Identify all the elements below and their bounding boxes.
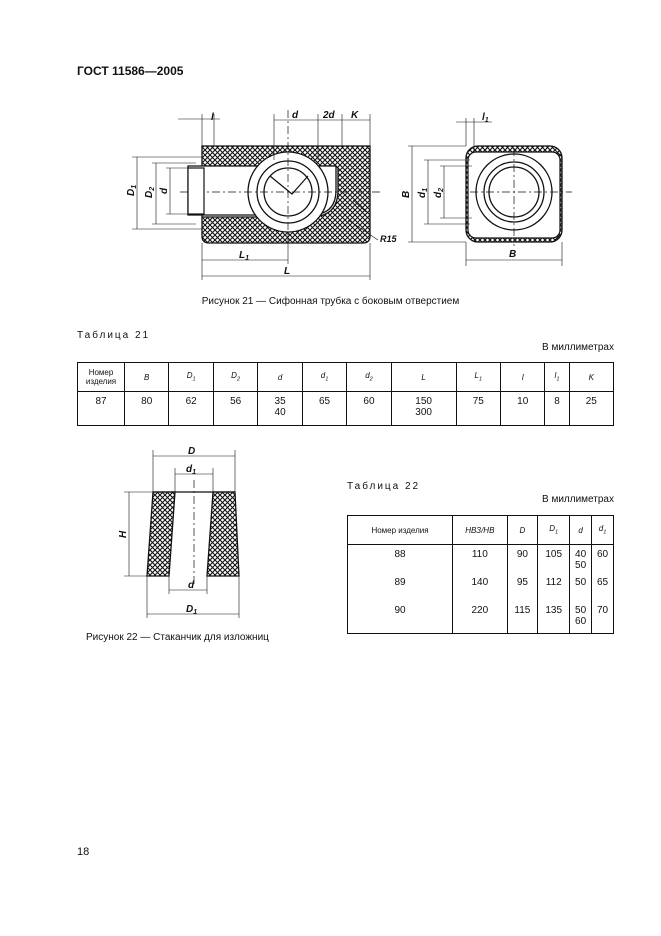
end-dim-d2-label: d2 <box>433 188 445 198</box>
table-22-cell: 90 <box>506 544 539 573</box>
end-view <box>408 118 572 266</box>
table-21-cell: 60 <box>346 391 392 426</box>
table-22-header-cell: d <box>569 515 593 545</box>
figure-22-drawing: D d1 H d D1 <box>118 446 240 618</box>
table-21-units: В миллиметрах <box>542 342 614 353</box>
document-header: ГОСТ 11586—2005 <box>77 64 184 78</box>
table-21-header-cell: L <box>390 362 457 392</box>
table-22-header-cell: Номер изделия <box>346 515 454 545</box>
dim-l1-label: L1 <box>239 250 249 262</box>
table-21-cell: 56 <box>212 391 259 426</box>
table-21-header-cell: d <box>257 362 303 392</box>
end-dim-d1-label: d1 <box>417 188 429 198</box>
table-22-cell: 95 <box>506 573 539 601</box>
table-21-cell: 8 <box>544 391 570 426</box>
table-22-header-cell: d1 <box>591 515 614 545</box>
table-22-cell: 140 <box>452 573 508 601</box>
dim-d2-label: D2 <box>144 187 156 198</box>
end-dim-b-vertical-label: B <box>401 191 412 198</box>
dim-d-left-label: d <box>159 187 170 194</box>
table-22-cell: 60 <box>591 544 614 573</box>
table-21-cell: 75 <box>455 391 502 426</box>
dim-d-label: d <box>292 110 299 121</box>
fig22-dim-d1-label: d1 <box>186 464 196 476</box>
table-21-cell: 10 <box>500 391 546 426</box>
table-22-cell: 220 <box>452 601 508 634</box>
table-22-title: Таблица 22 <box>347 481 421 492</box>
table-21-header-cell: l <box>500 362 546 392</box>
fig22-dim-D1-label: D1 <box>186 604 197 616</box>
table-21-cell: 80 <box>123 391 170 426</box>
table-22-cell: 50 <box>569 573 593 601</box>
table-22-cell: 90 <box>346 601 454 634</box>
table-21-header-cell: d2 <box>346 362 392 392</box>
table-22-cell: 115 <box>506 601 539 634</box>
side-view <box>132 110 380 280</box>
figure-21-drawing: l d 2d K D1 D2 d R15 L1 L l1 B <box>126 110 572 280</box>
fig22-dim-d-label: d <box>188 580 195 591</box>
fig22-dim-H-label: H <box>118 530 129 538</box>
table-22-header-cell: D <box>506 515 539 545</box>
table-22-cell: 70 <box>591 601 614 634</box>
dim-L-label: L <box>284 266 290 277</box>
table-21-header-cell: B <box>123 362 170 392</box>
table-22-cell: 65 <box>591 573 614 601</box>
table-22-header-cell: НВЗ/НВ <box>452 515 508 545</box>
figure-21-caption: Рисунок 21 — Сифонная трубка с боковым о… <box>201 296 460 307</box>
table-21-cell: 87 <box>77 391 125 426</box>
table-22-cell: 112 <box>537 573 571 601</box>
table-22-cell: 89 <box>346 573 454 601</box>
dim-k-label: K <box>351 110 359 121</box>
table-21-header-cell: D2 <box>212 362 259 392</box>
table-22-cell: 105 <box>537 544 571 573</box>
table-21-header-cell: l1 <box>544 362 570 392</box>
table-22-cell: 110 <box>452 544 508 573</box>
table-21-header-cell: K <box>568 362 615 392</box>
dim-l-label: l <box>211 112 214 123</box>
end-dim-l1-label: l1 <box>482 112 489 124</box>
table-21-cell: 62 <box>168 391 214 426</box>
table-22-cell: 88 <box>346 544 454 573</box>
radius-r15-label: R15 <box>380 234 398 244</box>
table-22-header-cell: D1 <box>537 515 571 545</box>
table-21-header-cell: d1 <box>301 362 348 392</box>
fig22-dim-D-label: D <box>188 446 195 457</box>
table-21-header-cell: L1 <box>455 362 502 392</box>
figure-22-caption: Рисунок 22 — Стаканчик для изложниц <box>86 632 269 643</box>
end-dim-b-horizontal-label: B <box>509 249 516 260</box>
table-22-cell: 135 <box>537 601 571 634</box>
table-21-cell: 65 <box>301 391 348 426</box>
table-21-title: Таблица 21 <box>77 330 151 341</box>
table-22-units: В миллиметрах <box>542 494 614 505</box>
page-number: 18 <box>77 846 90 858</box>
table-21-cell: 25 <box>568 391 615 426</box>
table-21-header-cell: Номер изделия <box>77 362 125 392</box>
dim-2d-label: 2d <box>322 110 336 121</box>
table-21-header-cell: D1 <box>168 362 214 392</box>
dim-d1-label: D1 <box>126 185 138 196</box>
